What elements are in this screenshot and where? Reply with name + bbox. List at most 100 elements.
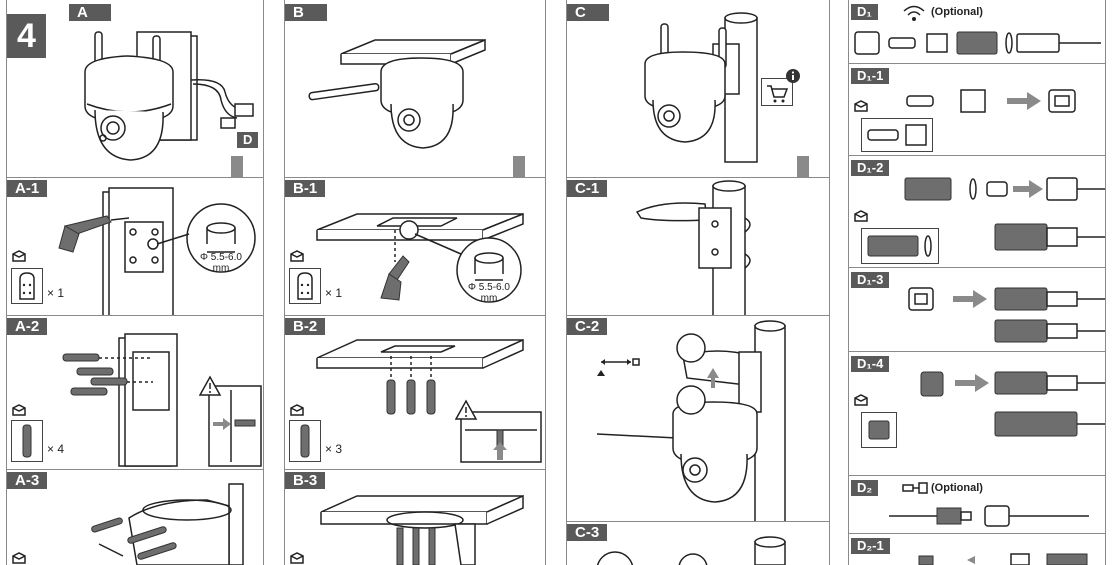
panel-d1-2: D₁-2 (849, 156, 1105, 268)
gland-assembly-illustration (904, 177, 1105, 251)
panel-a2: A-2 (7, 316, 263, 470)
anchors-wall-illustration (62, 333, 262, 467)
step-number-badge: 4 (7, 14, 46, 58)
panel-a-label: A (69, 4, 111, 21)
panel-d1-1-label: D₁-1 (851, 68, 890, 84)
panel-a3-label: A-3 (7, 472, 48, 489)
panel-c3: C-3 (567, 522, 829, 565)
panel-d2-label: D₂ (851, 480, 879, 496)
panel-b: B B-1 (284, 0, 546, 565)
attach-camera-pole-illustration (596, 320, 786, 521)
panel-a2-label: A-2 (7, 318, 48, 335)
panel-d1-3: D₁-3 (849, 268, 1105, 352)
panel-c2-label: C-2 (567, 318, 608, 335)
sleeve-assembly-illustration (920, 371, 1105, 437)
box-icon (12, 552, 26, 564)
panel-a3: A-3 (7, 470, 263, 565)
panel-d1-1: D₁-1 (849, 64, 1105, 156)
arrow-down-icon (513, 156, 525, 177)
panel-c: C C-1 (566, 0, 830, 565)
box-icon (12, 404, 26, 416)
drill-size-text: Φ 5.5-6.0 (200, 252, 242, 263)
warning-icon (198, 375, 222, 396)
panel-c3-label: C-3 (567, 524, 608, 541)
bracket-pole-illustration (635, 180, 751, 315)
parts-card (861, 228, 939, 264)
drill-size-text: Φ 5.5-6.0 (468, 282, 510, 293)
template-card (11, 268, 43, 304)
panel-d1-3-label: D₁-3 (851, 272, 890, 288)
panel-c-top: C (567, 0, 829, 178)
panel-b2: B-2 × 3 (285, 316, 545, 470)
box-icon (854, 210, 868, 222)
box-icon (854, 100, 868, 112)
optional-text: (Optional) (931, 6, 983, 18)
panel-c1-label: C-1 (567, 180, 608, 197)
panel-d2-1-label: D₂-1 (851, 538, 890, 554)
panel-c2: C-2 (567, 316, 829, 522)
parts-card (861, 118, 933, 152)
quantity-text: × 1 (47, 286, 65, 300)
info-icon (786, 69, 800, 83)
panel-b3: B-3 (285, 470, 545, 565)
network-cable-illustration (889, 505, 1089, 527)
drill-wall-illustration (58, 187, 256, 315)
seal-assembly-illustration (906, 89, 1076, 113)
arrow-down-icon (231, 156, 243, 177)
optional-text: (Optional) (931, 482, 983, 494)
anchor-card (11, 420, 43, 462)
anchors-ceiling-illustration (316, 338, 542, 463)
quantity-text: × 3 (325, 442, 343, 456)
ceiling-mount-screws-illustration (320, 494, 524, 565)
panel-b1: B-1 Φ 5.5-6.0 mm × (285, 178, 545, 316)
camera-pole-final-illustration (596, 536, 786, 565)
panel-d2: D₂ (Optional) (849, 476, 1105, 534)
parts-card (861, 412, 897, 448)
drill-unit-text: mm (212, 263, 230, 274)
quantity-text: × 4 (47, 442, 65, 456)
panel-a1-label: A-1 (7, 180, 48, 197)
camera-ceiling-illustration (308, 38, 486, 149)
panel-d: D₁ (Optional) D₁-1 (848, 0, 1106, 565)
cap-assembly-illustration (908, 287, 1105, 343)
panel-a: 4 A D A-1 (6, 0, 264, 565)
panel-d1: D₁ (Optional) (849, 0, 1105, 64)
panel-d2-1: D₂-1 (849, 534, 1105, 565)
waterproof-kit-parts-illustration (854, 31, 1101, 55)
panel-d1-4: D₁-4 (849, 352, 1105, 476)
panel-d1-label: D₁ (851, 4, 878, 20)
wifi-icon (903, 5, 925, 21)
box-icon (12, 250, 26, 262)
box-icon (290, 250, 304, 262)
cart-badge (761, 78, 793, 106)
drill-unit-text: mm (480, 293, 498, 304)
cart-icon (767, 85, 789, 103)
connector-d-label: D (237, 132, 259, 148)
panel-c1: C-1 (567, 178, 829, 316)
template-card (289, 268, 321, 304)
panel-b2-label: B-2 (285, 318, 326, 335)
camera-on-wall-illustration (84, 31, 254, 161)
box-icon (290, 552, 304, 564)
panel-b-label: B (285, 4, 327, 21)
panel-b3-label: B-3 (285, 472, 326, 489)
arrow-down-icon (797, 156, 809, 177)
panel-c-label: C (567, 4, 609, 21)
box-icon (854, 394, 868, 406)
drill-ceiling-illustration (316, 212, 524, 303)
anchor-card (289, 420, 321, 462)
box-icon (290, 404, 304, 416)
ethernet-icon (902, 482, 928, 494)
mount-screws-illustration (91, 483, 244, 565)
panel-d1-2-label: D₁-2 (851, 160, 890, 176)
panel-b-top: B (285, 0, 545, 178)
quantity-text: × 1 (325, 286, 343, 300)
panel-d1-4-label: D₁-4 (851, 356, 890, 372)
panel-a1: A-1 Φ 5.5-6.0 mm (7, 178, 263, 316)
rotate-hint-card (591, 352, 643, 386)
panel-a-top: 4 A D (7, 0, 263, 178)
warning-icon (454, 399, 478, 420)
camera-pole-illustration (644, 12, 758, 163)
panel-b1-label: B-1 (285, 180, 326, 197)
network-cable-assembly-illustration (918, 553, 1088, 565)
